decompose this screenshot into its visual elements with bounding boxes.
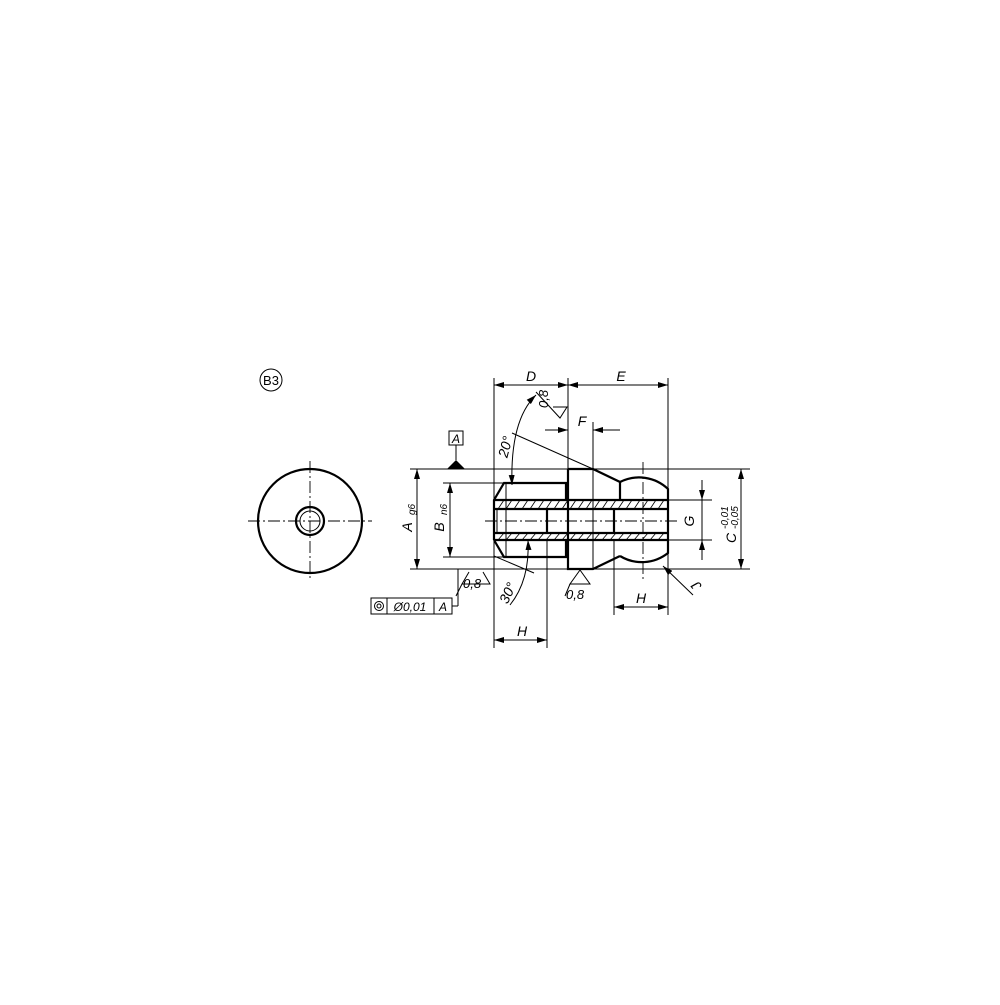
hatch-line [657,499,665,510]
hatch-line [497,499,505,510]
svg-text:n6: n6 [439,503,450,515]
dim-E: E [616,368,626,384]
hatch-line [553,499,561,510]
hatch-line [625,532,633,541]
tolerance-frame: Ø0,01 A [370,569,459,615]
hatch-line [513,532,521,541]
svg-text:Ø0,01: Ø0,01 [393,600,427,614]
extension-lines [410,378,750,648]
hatch-line [593,532,601,541]
roughness-symbol-top: 0,8 [535,389,568,419]
dim-C: C -0,01 -0,05 [720,506,741,543]
hatch-line [609,499,617,510]
svg-text:-0,01: -0,01 [720,506,731,529]
hatch-line [649,532,657,541]
hatch-line [505,532,513,541]
view-label: B3 [259,368,283,392]
hatch-line [609,532,617,541]
hatch-line [529,532,537,541]
dimension-lines [414,382,744,643]
svg-text:B3: B3 [263,373,279,388]
hatch-line [569,499,577,510]
dim-A: A g6 [399,503,418,532]
svg-text:A: A [438,600,447,614]
end-view [248,461,372,581]
dim-F: F [578,413,588,429]
hatch-line [497,532,505,541]
dim-J: J [687,578,705,595]
hatch-line [521,532,529,541]
svg-text:-0,05: -0,05 [730,506,741,529]
svg-text:0,8: 0,8 [536,389,551,408]
hatch-line [633,532,641,541]
angle-top: 20° [494,434,515,460]
svg-text:A: A [451,432,460,446]
hatch-line [529,499,537,510]
dim-H-right: H [636,590,647,606]
hatch-line [577,532,585,541]
hatch-line [593,499,601,510]
roughness-symbol-left: 0,8 [455,571,491,597]
hatch-line [617,532,625,541]
svg-text:0,8: 0,8 [566,587,585,602]
svg-text:C: C [723,532,739,543]
angle-bottom: 30° [496,580,520,606]
hatch-line [585,499,593,510]
hatch-line [553,532,561,541]
hatch-line [537,532,545,541]
hatch-line [649,499,657,510]
roughness-symbol-bottom: 0,8 [564,569,591,602]
hatch-line [633,499,641,510]
side-section-view [485,462,678,580]
hatch-line [569,532,577,541]
hatch-line [513,499,521,510]
dim-G: G [681,515,697,526]
concentricity-icon [374,601,384,611]
hatch-line [521,499,529,510]
hatch-line [601,532,609,541]
dim-D: D [526,368,536,384]
hatch-line [545,532,553,541]
hatch-line [585,532,593,541]
hatch-line [625,499,633,510]
hatch-line [561,532,569,541]
hatch-line [657,532,665,541]
dim-H-left: H [517,623,528,639]
svg-text:g6: g6 [407,503,418,515]
svg-text:0,8: 0,8 [463,576,482,591]
dim-B: B n6 [431,503,450,531]
hatch-line [545,499,553,510]
svg-text:B: B [431,522,447,531]
hatch-line [601,499,609,510]
datum-A: A [447,430,465,469]
hatch-line [617,499,625,510]
hatch-line [577,499,585,510]
svg-text:A: A [399,522,415,532]
hatch-line [505,499,513,510]
hatch-line [537,499,545,510]
hatch-line [561,499,569,510]
section-hatching [497,499,665,541]
